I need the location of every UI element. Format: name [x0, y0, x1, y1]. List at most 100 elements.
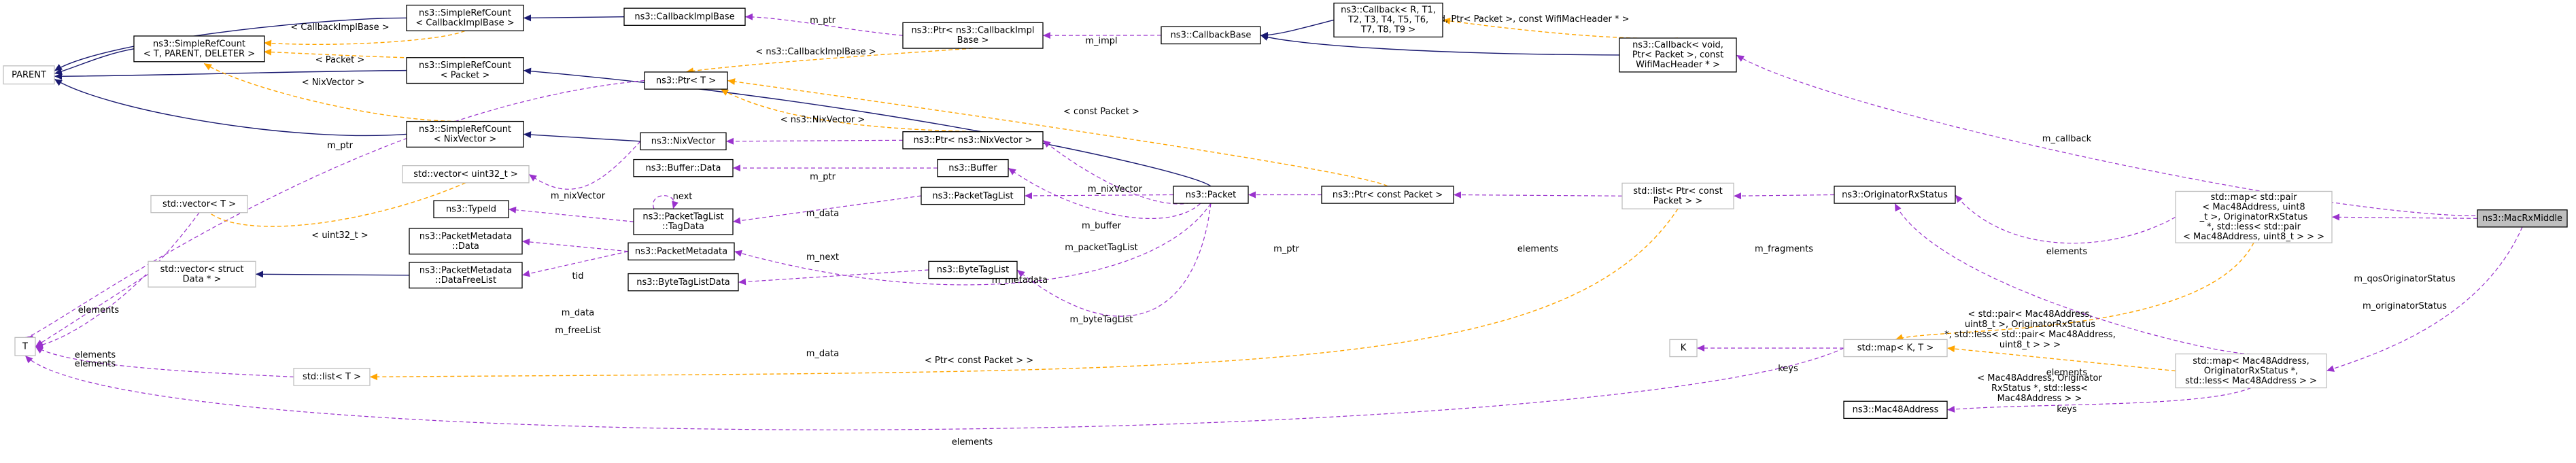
- class-node-box: [623, 7, 746, 26]
- edge-label-m-freelist: m_freeList: [555, 326, 601, 336]
- use-elem-vt-edge: [35, 212, 200, 347]
- class-node-label-line: ::DataFreeList: [435, 275, 496, 286]
- edge-label-m-ptr-nix: m_ptr: [810, 172, 836, 182]
- edge-label-elements-pair: elements: [2046, 247, 2088, 257]
- class-node-buffer[interactable]: ns3::Buffer: [937, 158, 1009, 177]
- class-node-box: [14, 337, 36, 356]
- use-mdata-buf-arrowhead: [733, 165, 740, 172]
- use-mdata-pm-edge: [521, 241, 629, 252]
- class-node-simplerefcount-packet[interactable]: ns3::SimpleRefCount< Packet >: [406, 57, 524, 84]
- tmpl-nix-src-edge: [203, 63, 466, 122]
- class-node-ptr-t[interactable]: ns3::Ptr< T >: [644, 71, 728, 90]
- class-node-nixvector[interactable]: ns3::NixVector: [640, 132, 727, 151]
- class-node-pm-data[interactable]: ns3::PacketMetadata::Data: [409, 228, 523, 255]
- class-node-label-line: ns3::Buffer::Data: [645, 163, 721, 173]
- class-node-label-line: _t >, OriginatorRxStatus: [2199, 212, 2308, 222]
- use-mfreelist-edge: [521, 251, 629, 276]
- class-node-callbackbase[interactable]: ns3::CallbackBase: [1161, 26, 1261, 45]
- use-mptl-edge: [1024, 194, 1174, 196]
- class-node-typeid[interactable]: ns3::TypeId: [433, 200, 509, 218]
- use-mptr-pcp-arrowhead: [1248, 191, 1256, 199]
- edge-label-elements-vt: elements: [78, 305, 120, 315]
- edge-label-m-ptr-cb: m_ptr: [810, 16, 836, 26]
- use-mimpl-arrowhead: [1043, 32, 1051, 39]
- class-node-packettaglist[interactable]: ns3::PacketTagList: [921, 186, 1025, 205]
- use-mcallback-arrowhead: [1736, 54, 1745, 62]
- class-node-label-line: std::map< Mac48Address,: [2193, 356, 2309, 366]
- use-mfreelist-arrowhead: [522, 270, 530, 277]
- use-elem-list-edge: [35, 346, 294, 377]
- class-node-pm-datafreelist[interactable]: ns3::PacketMetadata::DataFreeList: [409, 262, 523, 289]
- edge-label-pair-label-3: *, std::less< std::pair< Mac48Address,: [1944, 330, 2116, 340]
- class-node-box: [3, 65, 55, 85]
- class-node-box: [640, 132, 727, 151]
- class-node-bytetaglist[interactable]: ns3::ByteTagList: [928, 260, 1018, 279]
- class-node-vector-uint32[interactable]: std::vector< uint32_t >: [402, 165, 530, 184]
- class-node-callback-r[interactable]: ns3::Callback< R, T1,T2, T3, T4, T5, T6,…: [1333, 2, 1443, 38]
- inh-t-parent-arrowhead: [54, 68, 63, 75]
- class-node-ptr-const-packet[interactable]: ns3::Ptr< const Packet >: [1321, 186, 1454, 204]
- class-node-label-line: < Mac48Address, uint8_t > > >: [2183, 232, 2324, 242]
- class-node-simplerefcount-t[interactable]: ns3::SimpleRefCount< T, PARENT, DELETER …: [133, 35, 265, 63]
- class-node-map-pair[interactable]: std::map< std::pair< Mac48Address, uint8…: [2175, 190, 2333, 243]
- inh-t-parent-edge: [54, 48, 135, 74]
- class-node-packettaglist-tagdata[interactable]: ns3::PacketTagList::TagData: [633, 208, 734, 235]
- class-node-callback-void[interactable]: ns3::Callback< void,Ptr< Packet >, const…: [1619, 37, 1737, 73]
- tmpl-listpkt-arrowhead: [370, 373, 378, 381]
- class-node-box: [1619, 37, 1737, 73]
- class-node-box: [937, 158, 1009, 177]
- class-node-list-t[interactable]: std::list< T >: [293, 368, 371, 386]
- inh-packet-arrowhead: [523, 67, 532, 75]
- edge-label-elements-t-bottom: elements: [952, 437, 993, 447]
- class-node-label-line: ns3::CallbackImplBase: [634, 12, 734, 22]
- next-self-loop-arrowhead: [672, 201, 679, 209]
- class-node-ptr-callbackimplbase[interactable]: ns3::Ptr< ns3::CallbackImplBase >: [902, 22, 1044, 49]
- class-node-packetmetadata[interactable]: ns3::PacketMetadata: [628, 242, 735, 260]
- class-node-label-line: std::vector< struct: [160, 264, 244, 275]
- class-node-callbackimplbase[interactable]: ns3::CallbackImplBase: [623, 7, 746, 26]
- use-tid-arrowhead: [509, 206, 517, 213]
- class-node-label-line: < T, PARENT, DELETER >: [143, 49, 255, 59]
- edge-label-m-ptr-pcp: m_ptr: [1273, 244, 1300, 254]
- class-node-label-line: ::TagData: [662, 222, 704, 232]
- class-node-buffer-data[interactable]: ns3::Buffer::Data: [633, 158, 734, 177]
- class-node-originatorrxstatus[interactable]: ns3::OriginatorRxStatus: [1834, 186, 1956, 204]
- edge-label-tid: tid: [572, 271, 584, 281]
- class-node-simplerefcount-cb[interactable]: ns3::SimpleRefCount< CallbackImplBase >: [406, 4, 524, 31]
- class-node-bytetaglistdata[interactable]: ns3::ByteTagListData: [628, 273, 739, 292]
- use-mptr-nix-edge: [725, 139, 904, 142]
- inh-cbimpl-edge: [523, 16, 625, 19]
- class-node-vector-t[interactable]: std::vector< T >: [150, 194, 248, 213]
- use-elem-map-edge: [1894, 203, 2252, 355]
- class-node-label-line: ns3::Ptr< const Packet >: [1333, 190, 1443, 200]
- class-node-map-mac48[interactable]: std::map< Mac48Address,OriginatorRxStatu…: [2175, 353, 2327, 389]
- class-node-label-line: std::less< Mac48Address > >: [2185, 376, 2317, 386]
- tmpl-mappair-arrowhead: [1895, 334, 1904, 341]
- class-node-simplerefcount-nix[interactable]: ns3::SimpleRefCount< NixVector >: [406, 120, 524, 148]
- class-node-ptr-nixvector[interactable]: ns3::Ptr< ns3::NixVector >: [902, 131, 1044, 150]
- class-node-label-line: ns3::Packet: [1186, 190, 1237, 200]
- use-elem-vsd-arrowhead: [35, 339, 44, 347]
- class-node-mac48address[interactable]: ns3::Mac48Address: [1843, 400, 1948, 419]
- use-mptr-cb-arrowhead: [745, 13, 753, 20]
- use-mqos-edge: [2331, 216, 2478, 219]
- edge-label-m-data-pm: m_data: [562, 308, 594, 318]
- use-mptr-cb-edge: [744, 16, 904, 36]
- class-node-map-kt[interactable]: std::map< K, T >: [1843, 339, 1948, 358]
- class-node-k[interactable]: K: [1669, 339, 1698, 358]
- edge-label-m-fragments: m_fragments: [1755, 244, 1813, 254]
- class-node-label-line: ns3::Ptr< ns3::CallbackImpl: [912, 26, 1035, 36]
- tmpl-cb-src-edge: [263, 30, 466, 45]
- class-node-box: [633, 158, 734, 177]
- class-node-box: [628, 273, 739, 292]
- use-mmeta-edge: [734, 203, 1212, 286]
- class-node-packet[interactable]: ns3::Packet: [1173, 186, 1249, 204]
- edge-label-elements-map: elements: [2046, 368, 2088, 378]
- class-node-t[interactable]: T: [14, 337, 36, 356]
- tmpl-listpkt-edge: [369, 208, 1679, 378]
- class-node-label-line: ns3::SimpleRefCount: [419, 8, 511, 18]
- class-node-parent[interactable]: PARENT: [3, 65, 55, 85]
- class-node-box: [921, 186, 1025, 205]
